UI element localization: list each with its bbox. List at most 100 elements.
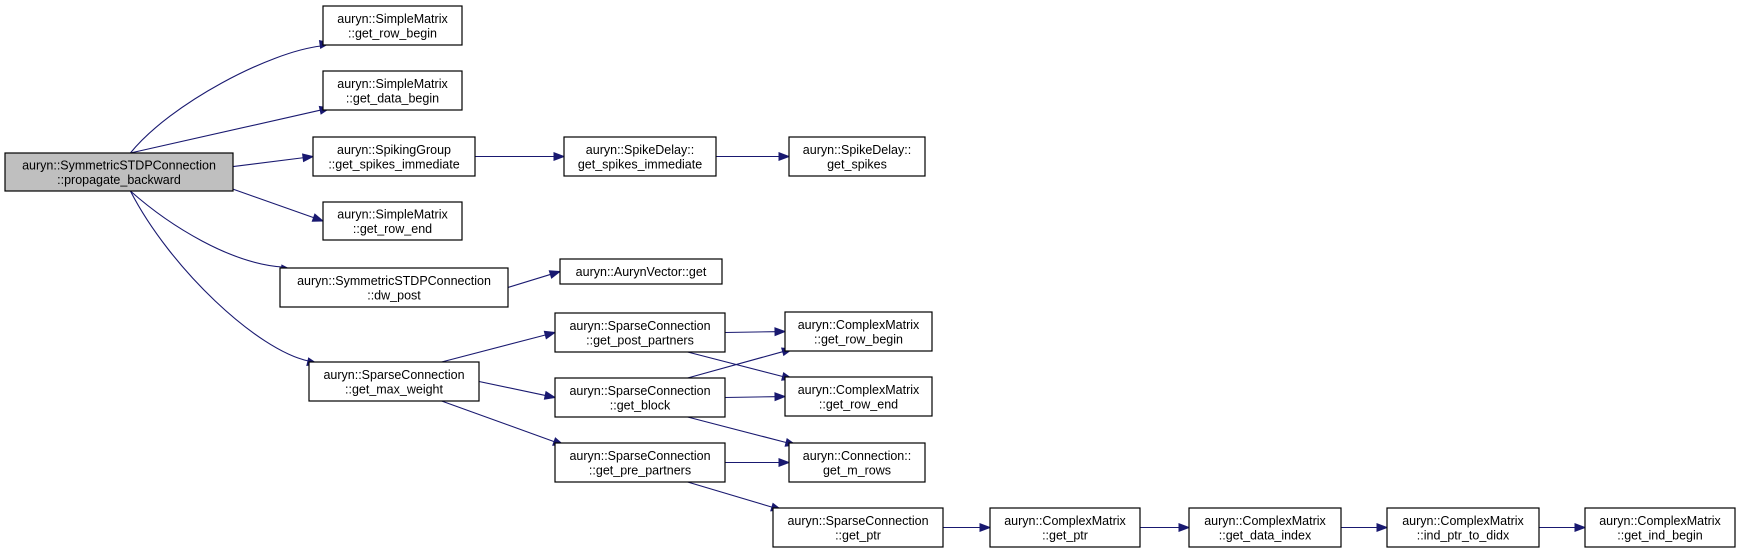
node-label-line: auryn::SparseConnection: [787, 514, 928, 528]
node-label-line: auryn::SpikingGroup: [337, 143, 451, 157]
node-label-line: ::get_ptr: [835, 528, 881, 542]
node-label-line: auryn::ComplexMatrix: [1599, 514, 1721, 528]
node-label-line: ::get_block: [610, 398, 671, 412]
node-sc-get-ptr[interactable]: auryn::SparseConnection::get_ptr: [772, 507, 944, 548]
node-cm-get-ptr[interactable]: auryn::ComplexMatrix::get_ptr: [989, 507, 1141, 548]
node-box: [1584, 507, 1736, 548]
edge-root-to-sm-row-begin: [129, 45, 322, 154]
node-sm-row-end[interactable]: auryn::SimpleMatrix::get_row_end: [322, 201, 463, 241]
edge-sc-block-to-conn-m-rows: [687, 416, 787, 444]
node-label-line: ::dw_post: [367, 288, 421, 302]
node-label-line: ::get_data_index: [1219, 528, 1312, 542]
arrowhead-icon: [1574, 522, 1587, 533]
edge-root-to-sc-max-weight: [129, 190, 309, 362]
arrowhead-icon: [1178, 522, 1191, 533]
node-label-line: auryn::SimpleMatrix: [337, 12, 448, 26]
arrowhead-icon: [553, 151, 566, 162]
node-sc-post-partners[interactable]: auryn::SparseConnection::get_post_partne…: [554, 312, 726, 353]
node-label-line: auryn::SimpleMatrix: [337, 207, 448, 221]
node-sd-spikes-imm[interactable]: auryn::SpikeDelay::get_spikes_immediate: [563, 136, 717, 177]
edge-root-to-sm-row-end: [232, 188, 314, 219]
node-cm-data-index[interactable]: auryn::ComplexMatrix::get_data_index: [1188, 507, 1342, 548]
node-label-line: auryn::ComplexMatrix: [798, 383, 920, 397]
node-box: [322, 5, 463, 46]
node-label-line: ::get_ind_begin: [1617, 528, 1703, 542]
edge-root-to-sym-dw-post: [130, 190, 283, 268]
edge-sc-max-weight-to-sc-post-partners: [441, 334, 546, 363]
node-sc-max-weight[interactable]: auryn::SparseConnection::get_max_weight: [308, 361, 480, 402]
edge-root-to-sm-data-begin: [130, 109, 321, 154]
node-label-line: auryn::ComplexMatrix: [1004, 514, 1126, 528]
node-label-line: auryn::ComplexMatrix: [1402, 514, 1524, 528]
node-av-get[interactable]: auryn::AurynVector::get: [559, 258, 723, 285]
node-label-line: ::get_max_weight: [345, 382, 444, 396]
nodes-layer: auryn::SymmetricSTDPConnection::propagat…: [4, 5, 1736, 548]
node-label-line: auryn::ComplexMatrix: [1204, 514, 1326, 528]
edge-sc-post-partners-to-cm-row-end: [687, 351, 783, 378]
node-box: [788, 136, 926, 177]
node-label-line: ::get_ptr: [1042, 528, 1088, 542]
arrowhead-icon: [774, 327, 787, 337]
node-label-line: ::get_spikes_immediate: [328, 157, 459, 171]
node-label-line: auryn::ComplexMatrix: [798, 318, 920, 332]
node-label-line: auryn::SpikeDelay::: [803, 143, 911, 157]
edge-sc-post-partners-to-cm-row-begin: [724, 331, 776, 334]
node-sym-dw-post[interactable]: auryn::SymmetricSTDPConnection::dw_post: [279, 267, 509, 308]
arrowhead-icon: [548, 270, 562, 279]
edge-root-to-sg-spikes-imm: [232, 157, 304, 168]
node-label-line: auryn::SparseConnection: [569, 384, 710, 398]
node-label-line: ::propagate_backward: [57, 173, 181, 187]
node-label-line: auryn::SparseConnection: [569, 319, 710, 333]
node-sc-block[interactable]: auryn::SparseConnection::get_block: [554, 377, 726, 418]
node-label-line: ::get_pre_partners: [589, 463, 691, 477]
arrowhead-icon: [979, 522, 992, 533]
node-box: [554, 442, 726, 483]
arrowhead-icon: [778, 457, 791, 468]
node-box: [784, 311, 933, 352]
node-sm-row-begin[interactable]: auryn::SimpleMatrix::get_row_begin: [322, 5, 463, 46]
edge-sc-max-weight-to-sc-block: [478, 380, 546, 396]
node-box: [772, 507, 944, 548]
node-sd-spikes[interactable]: auryn::SpikeDelay::get_spikes: [788, 136, 926, 177]
node-sm-data-begin[interactable]: auryn::SimpleMatrix::get_data_begin: [322, 70, 463, 111]
node-label-line: ::get_row_end: [353, 222, 432, 236]
node-box: [989, 507, 1141, 548]
edge-sc-block-to-cm-row-begin: [687, 351, 783, 379]
node-box: [279, 267, 509, 308]
node-label-line: auryn::SpikeDelay::: [586, 143, 694, 157]
node-label-line: auryn::Connection::: [803, 449, 911, 463]
arrowhead-icon: [543, 390, 557, 400]
arrowhead-icon: [543, 330, 557, 340]
node-box: [322, 70, 463, 111]
node-label-line: auryn::SparseConnection: [323, 368, 464, 382]
node-conn-m-rows[interactable]: auryn::Connection::get_m_rows: [788, 442, 926, 483]
node-sc-pre-partners[interactable]: auryn::SparseConnection::get_pre_partner…: [554, 442, 726, 483]
node-cm-row-begin[interactable]: auryn::ComplexMatrix::get_row_begin: [784, 311, 933, 352]
node-label-line: get_m_rows: [823, 463, 891, 477]
node-label-line: ::get_data_begin: [346, 91, 439, 105]
node-cm-row-end[interactable]: auryn::ComplexMatrix::get_row_end: [784, 376, 933, 417]
node-sg-spikes-imm[interactable]: auryn::SpikingGroup::get_spikes_immediat…: [312, 136, 476, 177]
node-label-line: ::ind_ptr_to_didx: [1417, 528, 1510, 542]
node-box: [784, 376, 933, 417]
arrowhead-icon: [774, 392, 787, 402]
node-box: [4, 152, 234, 192]
node-label-line: ::get_row_begin: [814, 332, 903, 346]
node-label-line: auryn::SymmetricSTDPConnection: [22, 158, 216, 172]
node-label-line: auryn::SimpleMatrix: [337, 77, 448, 91]
node-label-line: auryn::SparseConnection: [569, 449, 710, 463]
node-box: [788, 442, 926, 483]
node-cm-ind-ptr[interactable]: auryn::ComplexMatrix::ind_ptr_to_didx: [1386, 507, 1540, 548]
arrowhead-icon: [311, 213, 325, 222]
edge-sc-block-to-cm-row-end: [724, 396, 776, 399]
arrowhead-icon: [778, 151, 791, 162]
edge-sym-dw-post-to-av-get: [507, 273, 551, 289]
node-root: auryn::SymmetricSTDPConnection::propagat…: [4, 152, 234, 192]
node-label-line: auryn::SymmetricSTDPConnection: [297, 274, 491, 288]
node-box: [322, 201, 463, 241]
node-box: [554, 377, 726, 418]
node-cm-ind-begin[interactable]: auryn::ComplexMatrix::get_ind_begin: [1584, 507, 1736, 548]
node-box: [1188, 507, 1342, 548]
arrowhead-icon: [302, 153, 315, 163]
